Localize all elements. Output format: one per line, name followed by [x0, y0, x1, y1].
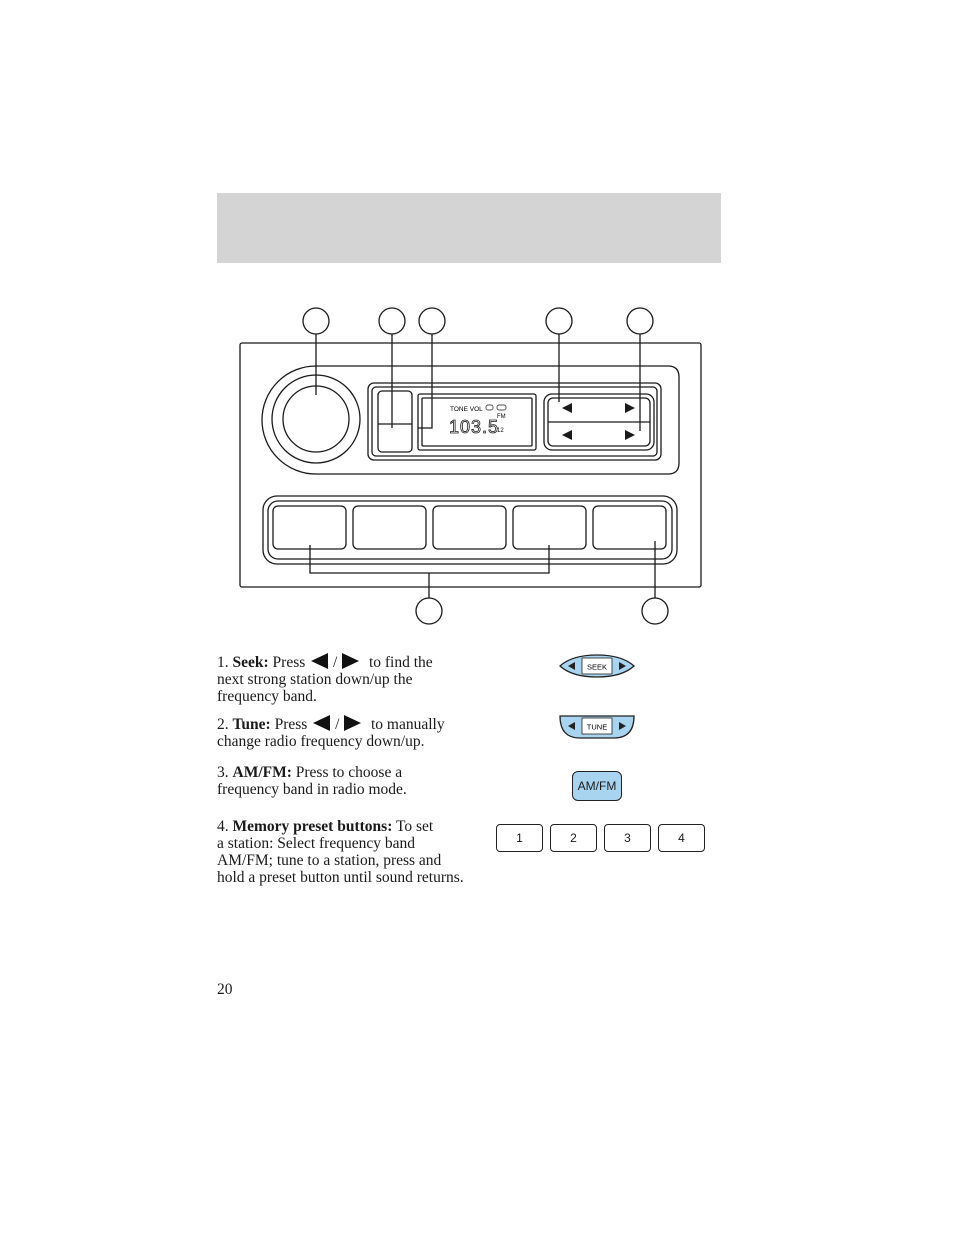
preset-panel: [262, 495, 678, 565]
left-arrow-icon: [568, 722, 575, 730]
preset-slot-4: [512, 505, 587, 550]
seek-label: SEEK: [587, 663, 607, 672]
right-arrow-icon: [625, 430, 635, 440]
amfm-radio-button: [377, 390, 413, 453]
radio-upper-panel: [261, 365, 680, 475]
left-arrow-icon: [568, 662, 575, 670]
lcd-indicator-icon: [496, 404, 507, 411]
section-header-band: [217, 193, 721, 263]
preset-button-1: 1: [496, 824, 543, 852]
radio-diagram: TONE VOL 103.5 FM 12: [239, 307, 702, 625]
right-arrow-icon: [619, 722, 626, 730]
seek-button-illustration: SEEK: [559, 654, 635, 678]
preset-button-2: 2: [550, 824, 597, 852]
right-arrow-icon: [344, 715, 362, 731]
radio-outer-frame: [239, 342, 702, 588]
amfm-description: 3. AM/FM: Press to choose a frequency ba…: [217, 764, 407, 798]
lcd-frequency: 103.5: [449, 417, 499, 437]
preset-button-4: 4: [658, 824, 705, 852]
left-arrow-icon: [562, 430, 572, 440]
callout-circle: [641, 597, 669, 625]
callout-circle: [302, 307, 330, 335]
volume-knob: [282, 385, 350, 453]
tune-description: 2. Tune: Press / to manually change radi…: [217, 715, 445, 750]
preset-slot-5: [592, 505, 667, 550]
left-arrow-icon: [311, 653, 329, 669]
callout-circle: [418, 307, 446, 335]
callout-circle: [626, 307, 654, 335]
left-arrow-icon: [562, 403, 572, 413]
seek-tune-rocker: [543, 393, 655, 451]
right-arrow-icon: [625, 403, 635, 413]
seek-description: 1. Seek: Press / to find the next strong…: [217, 653, 433, 705]
tune-label: TUNE: [587, 723, 607, 732]
preset-button-3: 3: [604, 824, 651, 852]
lcd-tone-label: TONE VOL: [450, 406, 483, 413]
lcd-band: FM: [497, 414, 506, 420]
preset-slot-3: [432, 505, 507, 550]
page-number: 20: [217, 981, 233, 998]
tune-button-illustration: TUNE: [559, 715, 635, 739]
preset-slot-1: [272, 505, 347, 550]
memory-preset-description: 4. Memory preset buttons: To set a stati…: [217, 818, 464, 886]
amfm-button-illustration: AM/FM: [572, 771, 622, 801]
callout-circle: [415, 597, 443, 625]
left-arrow-icon: [313, 715, 331, 731]
lcd-indicator-icon: [485, 404, 494, 411]
lcd-preset-number: 12: [497, 428, 504, 434]
preset-slot-2: [352, 505, 427, 550]
callout-circle: [378, 307, 406, 335]
volume-knob-ring: [271, 374, 361, 464]
lcd-screen: [417, 393, 537, 451]
right-arrow-icon: [619, 662, 626, 670]
right-arrow-icon: [342, 653, 360, 669]
display-housing: [367, 382, 662, 461]
callout-circle: [545, 307, 573, 335]
